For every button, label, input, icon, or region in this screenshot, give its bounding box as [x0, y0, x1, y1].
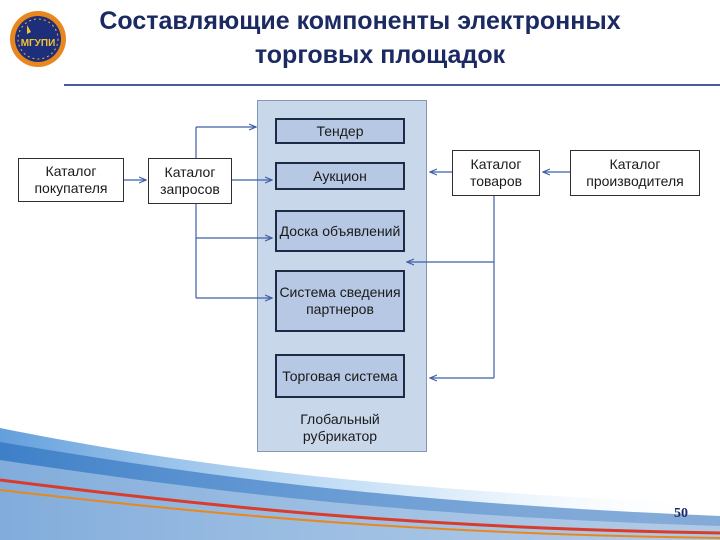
tender-label: Тендер — [316, 122, 364, 139]
logo-text: МГУПИ — [21, 38, 56, 49]
university-logo-icon: МГУПИ — [10, 11, 66, 67]
board-label: Доска объявлений — [279, 222, 401, 239]
rubricator-label: Глобальный рубрикатор — [270, 411, 410, 445]
trading-box: Торговая система — [275, 354, 405, 398]
partners-box: Система сведения партнеров — [275, 270, 405, 332]
auction-box: Аукцион — [275, 162, 405, 190]
decorative-wave-icon — [0, 428, 720, 540]
request-catalog-label: Каталог запросов — [160, 164, 220, 197]
rubricator-text: Глобальный рубрикатор — [300, 411, 380, 444]
buyer-catalog-label: Каталог покупателя — [34, 163, 108, 196]
tender-box: Тендер — [275, 118, 405, 144]
page-title: Составляющие компоненты электронных торг… — [60, 4, 660, 72]
manufacturer-catalog-label: Каталог производителя — [586, 156, 684, 189]
board-box: Доска объявлений — [275, 210, 405, 252]
partners-label: Система сведения партнеров — [279, 284, 401, 317]
manufacturer-catalog-box: Каталог производителя — [570, 150, 700, 196]
buyer-catalog-box: Каталог покупателя — [18, 158, 124, 202]
goods-catalog-box: Каталог товаров — [452, 150, 540, 196]
trading-label: Торговая система — [282, 367, 398, 384]
request-catalog-box: Каталог запросов — [148, 158, 232, 204]
goods-catalog-label: Каталог товаров — [469, 156, 523, 189]
title-divider — [64, 84, 720, 86]
title-line-1: Составляющие компоненты электронных — [99, 7, 621, 35]
page-number: 50 — [674, 506, 688, 521]
title-line-2: торговых площадок — [254, 41, 506, 69]
auction-label: Аукцион — [313, 167, 367, 184]
